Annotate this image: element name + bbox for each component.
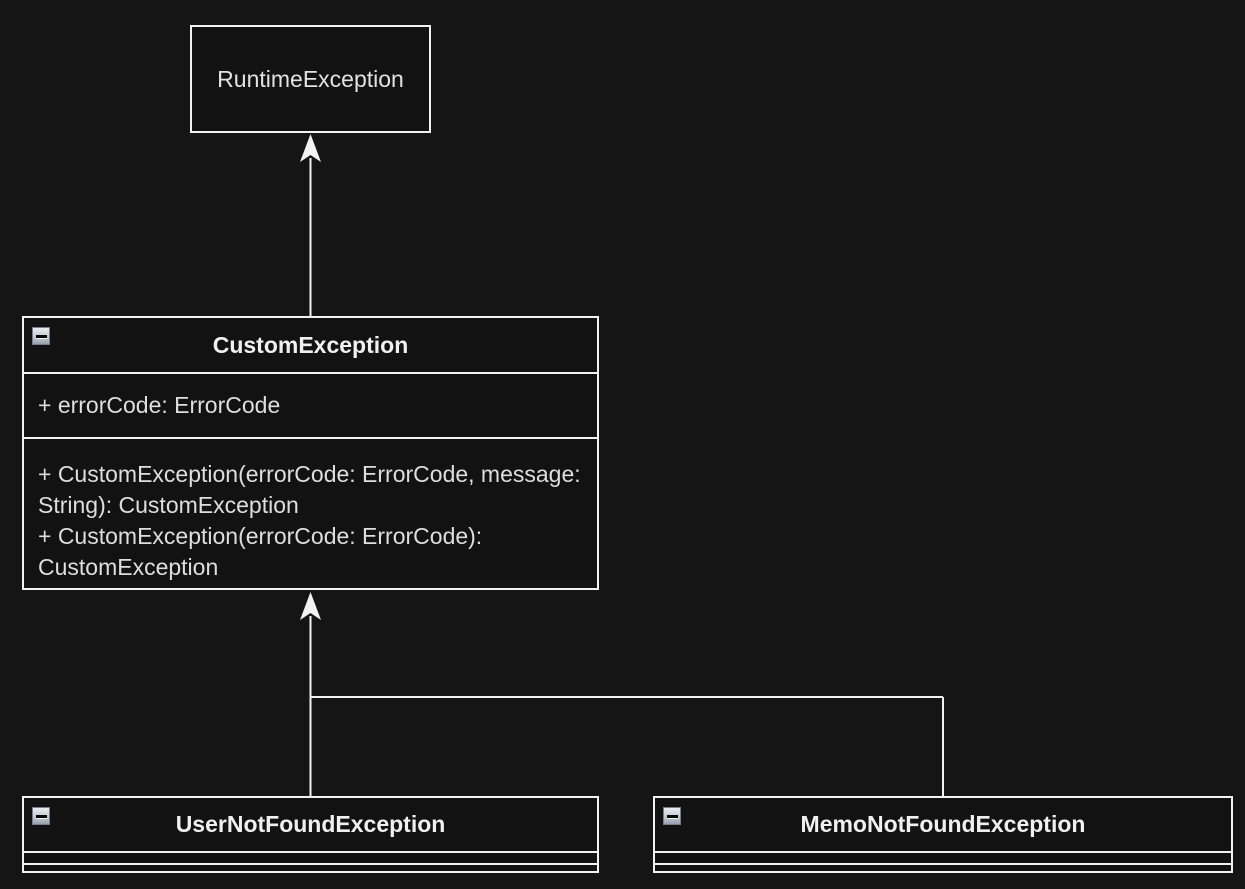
minus-bar <box>35 334 47 338</box>
methods-compartment <box>655 865 1231 875</box>
methods-compartment <box>24 865 597 875</box>
class-header: MemoNotFoundException <box>655 798 1231 853</box>
attributes-compartment <box>655 853 1231 865</box>
inheritance-arrow-custom-to-runtime[interactable] <box>300 134 321 316</box>
method-item: + CustomException(errorCode: ErrorCode):… <box>38 523 483 580</box>
class-box-customexception[interactable]: CustomException + errorCode: ErrorCode +… <box>22 316 599 590</box>
class-box-runtimeexception[interactable]: RuntimeException <box>190 25 431 133</box>
inheritance-arrow-memo-to-custom[interactable] <box>310 696 944 796</box>
class-header: CustomException <box>24 318 597 374</box>
attribute-item: + errorCode: ErrorCode <box>38 392 281 418</box>
method-item: + CustomException(errorCode: ErrorCode, … <box>38 461 581 518</box>
class-title: UserNotFoundException <box>175 811 446 837</box>
attributes-compartment <box>24 853 597 865</box>
minus-icon[interactable] <box>32 807 50 825</box>
class-header: UserNotFoundException <box>24 798 597 853</box>
minus-icon[interactable] <box>663 807 681 825</box>
methods-compartment: + CustomException(errorCode: ErrorCode, … <box>24 439 597 583</box>
attributes-compartment: + errorCode: ErrorCode <box>24 374 597 439</box>
class-box-usernotfoundexception[interactable]: UserNotFoundException <box>22 796 599 873</box>
minus-bar <box>35 814 47 818</box>
minus-icon[interactable] <box>32 327 50 345</box>
class-title: CustomException <box>212 332 409 358</box>
class-title: RuntimeException <box>217 65 404 92</box>
arrowhead-icon <box>300 592 321 620</box>
arrowhead-icon <box>300 134 321 162</box>
class-box-memonotfoundexception[interactable]: MemoNotFoundException <box>653 796 1233 873</box>
class-title: MemoNotFoundException <box>800 811 1086 837</box>
inheritance-arrow-user-to-custom[interactable] <box>300 592 321 796</box>
minus-bar <box>666 814 678 818</box>
